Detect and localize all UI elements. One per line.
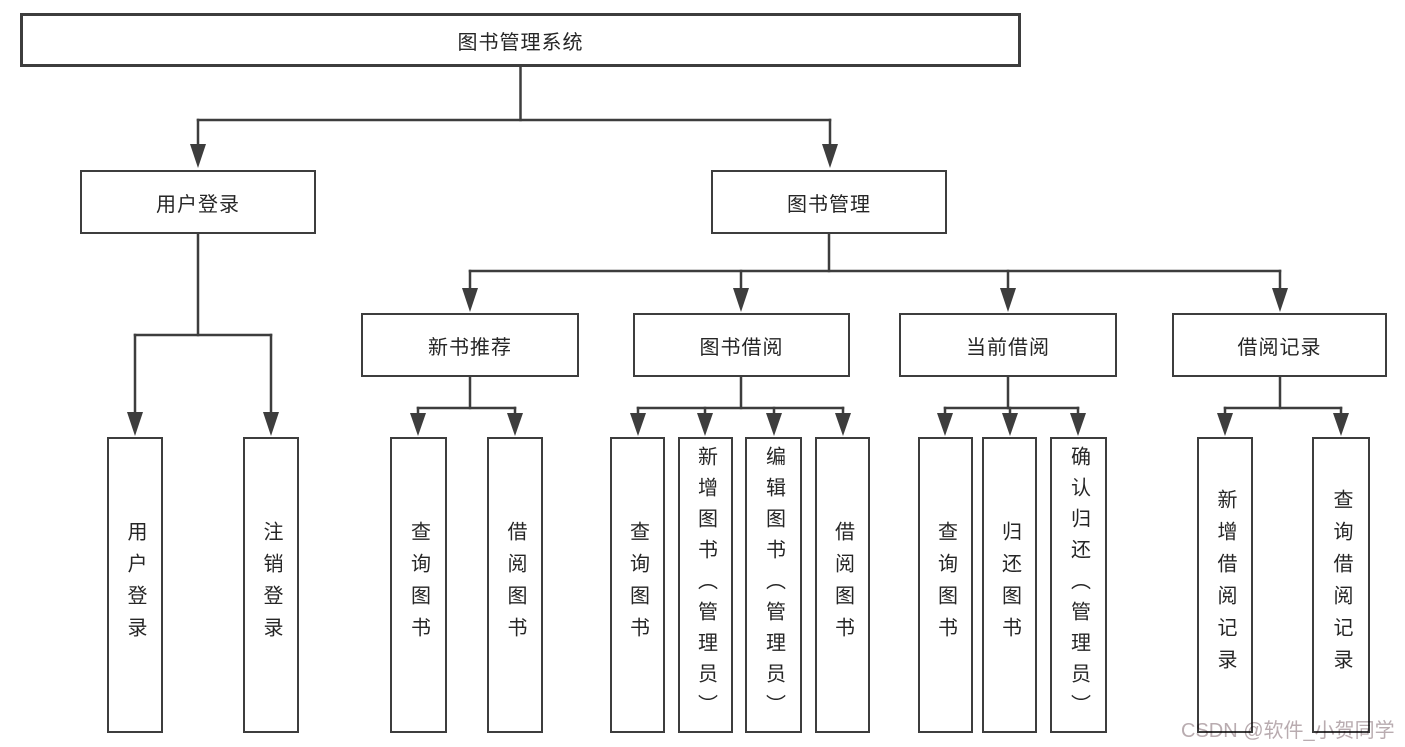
node-book-management: 图书管理	[711, 170, 947, 234]
leaf-borrow-books-label: 借阅图书	[831, 521, 854, 649]
leaf-query-books-current-label: 查询图书	[934, 521, 957, 649]
leaf-query-books-borrowing-label: 查询图书	[626, 521, 649, 649]
leaf-edit-books-admin-label: 编辑图书（管理员）	[762, 445, 785, 725]
leaf-confirm-return-admin-label: 确认归还（管理员）	[1067, 445, 1090, 725]
leaf-add-books-admin: 新增图书（管理员）	[678, 437, 733, 733]
leaf-return-books-label: 归还图书	[998, 521, 1021, 649]
leaf-user-login-label: 用户登录	[124, 521, 146, 649]
leaf-borrow-books-recommend: 借阅图书	[487, 437, 543, 733]
leaf-query-books-current: 查询图书	[918, 437, 973, 733]
leaf-query-borrow-record: 查询借阅记录	[1312, 437, 1370, 733]
leaf-query-books-borrowing: 查询图书	[610, 437, 665, 733]
leaf-edit-books-admin: 编辑图书（管理员）	[745, 437, 802, 733]
leaf-add-borrow-record: 新增借阅记录	[1197, 437, 1253, 733]
leaf-query-books-recommend: 查询图书	[390, 437, 447, 733]
arrowheads	[127, 144, 1349, 436]
leaf-borrow-books-recommend-label: 借阅图书	[504, 521, 526, 649]
node-current-borrowing: 当前借阅	[899, 313, 1117, 377]
node-borrow-records: 借阅记录	[1172, 313, 1387, 377]
leaf-logout-label: 注销登录	[260, 521, 282, 649]
leaf-query-books-recommend-label: 查询图书	[407, 521, 430, 649]
node-user-login-branch: 用户登录	[80, 170, 316, 234]
node-library-management-system: 图书管理系统	[20, 13, 1021, 67]
leaf-add-borrow-record-label: 新增借阅记录	[1214, 489, 1236, 681]
leaf-query-borrow-record-label: 查询借阅记录	[1330, 489, 1352, 681]
leaf-user-login: 用户登录	[107, 437, 163, 733]
leaf-confirm-return-admin: 确认归还（管理员）	[1050, 437, 1107, 733]
leaf-return-books: 归还图书	[982, 437, 1037, 733]
csdn-watermark: CSDN @软件_小贺同学	[1181, 720, 1395, 742]
leaf-borrow-books: 借阅图书	[815, 437, 870, 733]
leaf-logout: 注销登录	[243, 437, 299, 733]
node-book-borrowing: 图书借阅	[633, 313, 850, 377]
node-new-book-recommend: 新书推荐	[361, 313, 579, 377]
leaf-add-books-admin-label: 新增图书（管理员）	[694, 445, 717, 725]
